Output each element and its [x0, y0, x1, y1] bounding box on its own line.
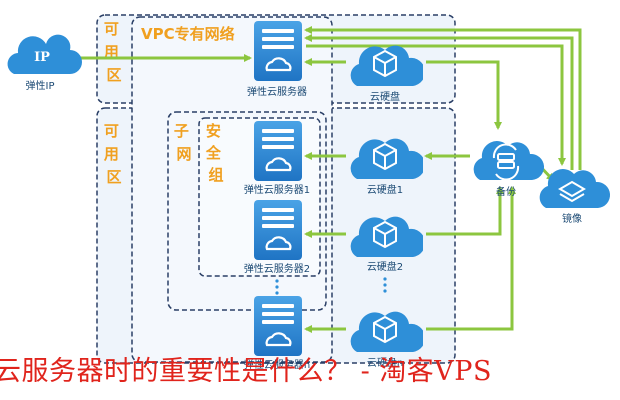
subnet-label: 子 网: [174, 122, 194, 163]
refresh-icon: [492, 143, 520, 181]
az1-label: 可 用 区: [104, 122, 124, 186]
arrow-disk-to-backup: [426, 60, 502, 130]
security-group-label: 安 全 组: [205, 122, 226, 184]
ip-icon-text: IP: [34, 50, 50, 65]
ecs2-label: 弹性云服务器2: [244, 262, 310, 275]
server-icon: [254, 121, 302, 181]
disk2-label: 云硬盘2: [367, 260, 403, 273]
arrow-image-to-ecs-2: [304, 34, 574, 170]
ecs-node: 弹性云服务器: [247, 21, 307, 98]
backup-label: 备份: [496, 185, 516, 198]
backup-node: 备份: [473, 141, 545, 198]
watermark-caption: 云服务器时的重要性是什么？ - 淘客VPS: [0, 356, 492, 387]
arrow-disk2-to-backup: [426, 186, 504, 236]
arrow-ecs-to-image: [306, 44, 566, 166]
ecs1-node: 弹性云服务器1: [244, 121, 310, 196]
image-node: 镜像: [539, 169, 611, 225]
diskn-label: 云硬盘n: [367, 356, 403, 369]
layers-icon: [558, 180, 586, 203]
ecsn-label: 弹性云服务器n: [244, 358, 310, 371]
disk1-label: 云硬盘1: [367, 183, 403, 196]
arrow-diskn-to-backup: [426, 186, 516, 331]
disk-label: 云硬盘: [370, 90, 400, 103]
diskn-node: 云硬盘n: [349, 310, 423, 369]
server-icon: [254, 200, 302, 260]
arrow-image-to-ecs: [304, 26, 582, 170]
disk-node: 云硬盘: [349, 44, 423, 103]
ecs2-node: 弹性云服务器2: [244, 200, 310, 275]
image-label: 镜像: [562, 212, 582, 225]
server-icon: [254, 296, 302, 356]
vpc-label: VPC专有网络: [141, 25, 235, 43]
disk-ellipsis: [383, 277, 387, 293]
server-icon: [254, 21, 302, 81]
ecs-label: 弹性云服务器: [247, 85, 307, 98]
ecs1-label: 弹性云服务器1: [244, 183, 310, 196]
image-cloud-icon: [539, 169, 611, 208]
disk2-node: 云硬盘2: [349, 215, 423, 273]
elastic-ip-node: IP 弹性IP: [7, 34, 83, 92]
server-ellipsis: [275, 279, 279, 295]
ecsn-node: 弹性云服务器n: [244, 296, 310, 371]
disk1-node: 云硬盘1: [349, 137, 423, 196]
elastic-ip-cloud-icon: [7, 34, 83, 74]
az2-label: 可 用 区: [104, 20, 124, 84]
elastic-ip-label: 弹性IP: [26, 79, 55, 92]
